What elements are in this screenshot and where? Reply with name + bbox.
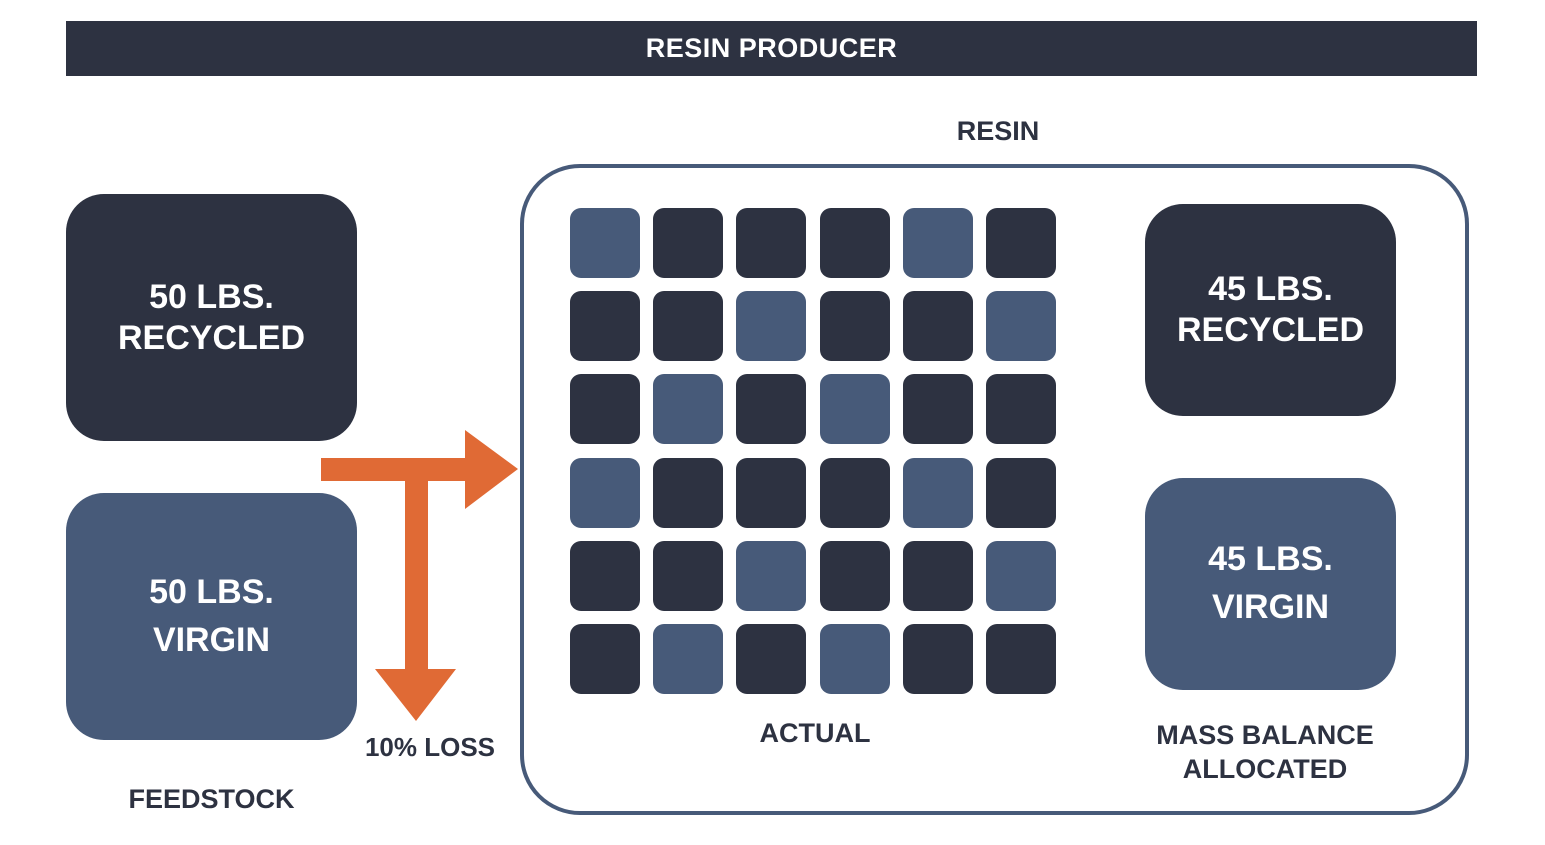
- producer-header: RESIN PRODUCER: [66, 21, 1477, 76]
- feedstock-recycled-amount: 50 LBS.: [149, 277, 274, 316]
- mass-balance-recycled-amount: 45 LBS.: [1208, 270, 1333, 309]
- loss-label: 10% LOSS: [364, 732, 496, 762]
- feedstock-virgin-type: VIRGIN: [152, 620, 271, 659]
- mass-balance-virgin-box: 45 LBS. VIRGIN: [1145, 478, 1396, 690]
- mass-balance-label-line2: ALLOCATED: [1182, 753, 1348, 784]
- arrow-down-icon: [375, 481, 456, 721]
- resin-cell-recycled: [736, 374, 807, 445]
- resin-cell-virgin: [570, 208, 640, 278]
- resin-cell-virgin: [902, 457, 973, 528]
- mass-balance-label-line1: MASS BALANCE: [1156, 720, 1374, 750]
- feedstock-label: FEEDSTOCK: [128, 784, 295, 814]
- resin-cell-recycled: [570, 623, 640, 694]
- mass-balance-recycled-box: 45 LBS. RECYCLED: [1145, 204, 1396, 416]
- header-title: RESIN PRODUCER: [645, 33, 898, 63]
- resin-cell-recycled: [819, 457, 890, 528]
- resin-cell-recycled: [736, 208, 807, 278]
- resin-cell-recycled: [736, 457, 807, 528]
- resin-cell-recycled: [653, 208, 724, 278]
- mass-balance-recycled-type: RECYCLED: [1176, 311, 1365, 349]
- resin-cell-recycled: [653, 540, 724, 611]
- feedstock-virgin-box: 50 LBS. VIRGIN: [66, 493, 357, 740]
- mass-balance-virgin-type: VIRGIN: [1211, 588, 1330, 626]
- resin-cell-recycled: [819, 540, 890, 611]
- resin-cell-virgin: [570, 457, 640, 528]
- resin-cell-virgin: [736, 291, 807, 362]
- resin-cell-recycled: [902, 623, 973, 694]
- resin-cell-recycled: [819, 208, 890, 278]
- resin-cell-recycled: [653, 457, 724, 528]
- actual-label: ACTUAL: [759, 718, 871, 748]
- resin-cell-recycled: [570, 540, 640, 611]
- resin-cell-recycled: [985, 623, 1056, 694]
- resin-cell-virgin: [819, 374, 890, 445]
- arrow-right-icon: [321, 430, 518, 509]
- resin-cell-virgin: [653, 374, 724, 445]
- feedstock-recycled-box: 50 LBS. RECYCLED: [66, 194, 357, 441]
- process-arrows: [321, 430, 518, 721]
- resin-cell-recycled: [570, 374, 640, 445]
- resin-actual-grid: [570, 208, 1056, 694]
- resin-cell-virgin: [653, 623, 724, 694]
- resin-cell-recycled: [902, 540, 973, 611]
- mass-balance-virgin-amount: 45 LBS.: [1208, 540, 1333, 579]
- resin-cell-recycled: [985, 208, 1056, 278]
- resin-cell-virgin: [985, 291, 1056, 362]
- resin-cell-recycled: [653, 291, 724, 362]
- resin-cell-virgin: [985, 540, 1056, 611]
- resin-label: RESIN: [956, 116, 1040, 146]
- resin-cell-recycled: [902, 374, 973, 445]
- resin-cell-recycled: [985, 374, 1056, 445]
- resin-cell-recycled: [819, 291, 890, 362]
- resin-cell-recycled: [902, 291, 973, 362]
- feedstock-recycled-type: RECYCLED: [117, 318, 306, 357]
- resin-cell-virgin: [736, 540, 807, 611]
- resin-cell-virgin: [902, 208, 973, 278]
- resin-cell-recycled: [985, 457, 1056, 528]
- resin-cell-recycled: [736, 623, 807, 694]
- resin-cell-virgin: [819, 623, 890, 694]
- mass-balance-label: MASS BALANCE ALLOCATED: [1120, 719, 1410, 787]
- resin-cell-recycled: [570, 291, 640, 362]
- feedstock-virgin-amount: 50 LBS.: [149, 572, 274, 611]
